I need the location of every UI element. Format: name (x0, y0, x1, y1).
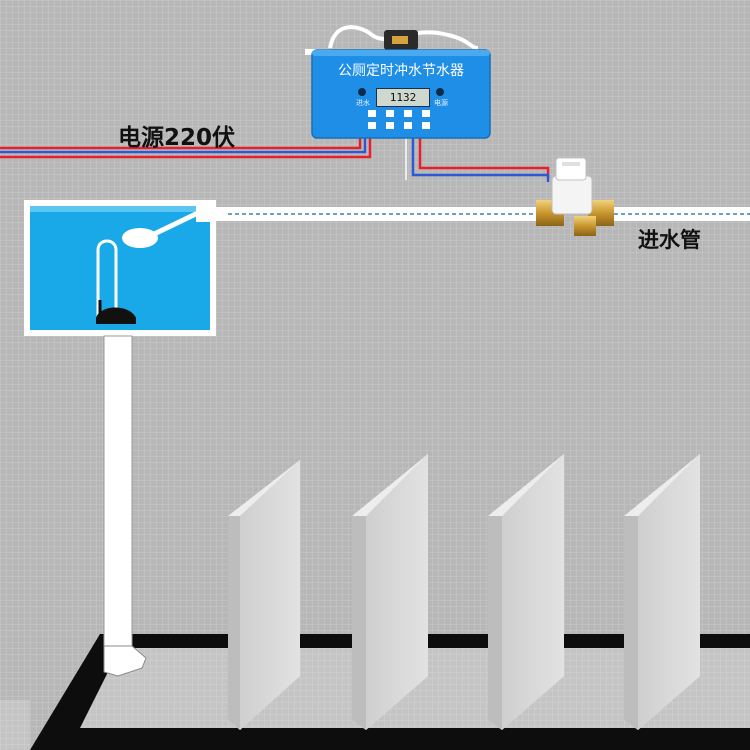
controller-label-left: 进水 (356, 99, 370, 107)
urinal-partition-icon (228, 454, 700, 730)
controller-lcd: 1132 (376, 88, 430, 107)
inlet-pipe-label: 进水管 (638, 228, 701, 252)
valve-wires (405, 138, 550, 182)
inlet-pipe (214, 207, 750, 221)
controller-label-right: 电源 (434, 99, 448, 107)
float-ball-icon (122, 204, 212, 248)
controller-title: 公厕定时冲水节水器 (338, 63, 464, 79)
power-label: 电源220伏 (118, 125, 236, 151)
controller-keypad (368, 110, 430, 129)
flush-pipe (103, 335, 147, 677)
flush-valve-icon (96, 239, 136, 324)
solenoid-valve-icon (536, 157, 614, 236)
